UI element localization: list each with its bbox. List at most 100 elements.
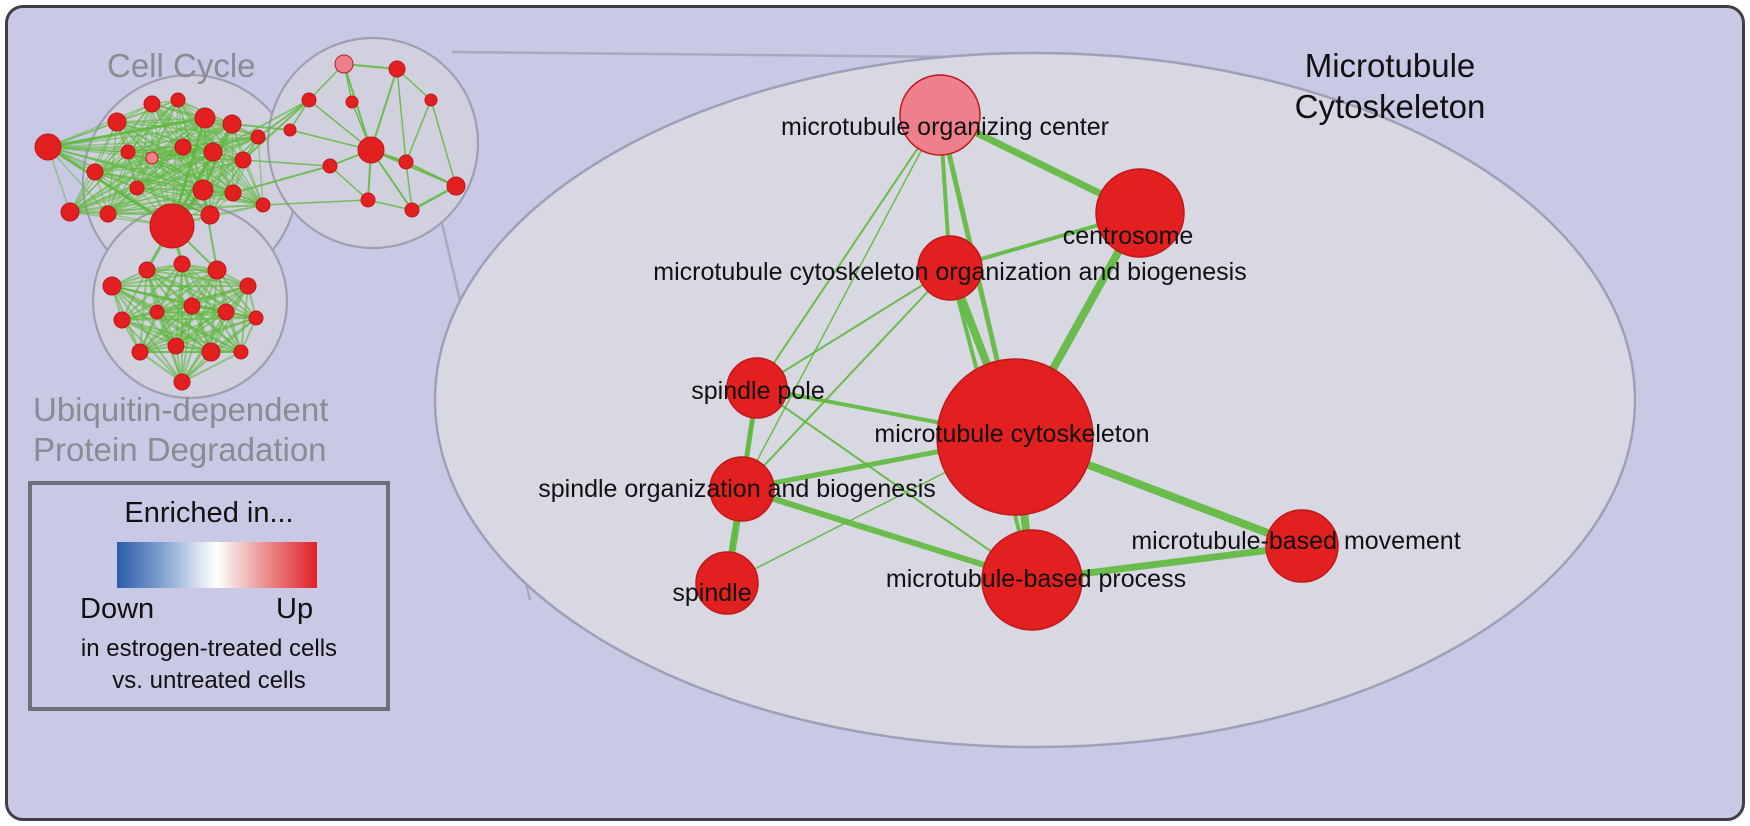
zoom-cluster-title-line1: Microtubule <box>1304 47 1476 84</box>
ubiquitin-cluster-label-line1: Ubiquitin-dependent <box>33 391 329 428</box>
overview-edge <box>181 263 257 319</box>
legend-title: Enriched in... <box>124 497 294 529</box>
zoom-edge-mtoc-spole <box>756 114 941 389</box>
overview-node <box>283 123 297 137</box>
overview-edge-strong <box>47 116 206 149</box>
overview-edge <box>121 317 257 321</box>
overview-edge <box>181 351 242 383</box>
overview-edge <box>209 159 244 216</box>
overview-edge <box>127 151 211 216</box>
overview-edge <box>289 129 372 151</box>
overview-node <box>120 144 136 160</box>
legend-caption-line2: vs. untreated cells <box>112 667 306 694</box>
overview-edge <box>156 311 257 319</box>
overview-edge <box>121 311 227 321</box>
overview-edge <box>139 351 183 383</box>
zoom-node-mco <box>917 235 983 301</box>
zoom-node-label-sorg: spindle organization and biogenesis <box>538 475 936 503</box>
zoom-edge-spole-mbp <box>756 387 1033 581</box>
overview-node <box>194 107 216 129</box>
overview-edge <box>343 63 372 151</box>
ubiquitin-cluster-label-line2: Protein Degradation <box>33 431 327 468</box>
ubiquitin-cluster-label: Ubiquitin-dependent Protein Degradation <box>33 390 328 470</box>
overview-node <box>424 93 438 107</box>
overview-edge <box>121 319 242 353</box>
overview-edge <box>139 311 227 353</box>
cluster-link-edge <box>242 99 310 161</box>
overview-edge <box>69 151 129 213</box>
overview-edge <box>121 269 218 321</box>
overview-node <box>102 276 122 296</box>
overview-node <box>170 92 186 108</box>
overview-edge <box>175 311 227 347</box>
overview-edge <box>182 146 264 206</box>
overview-node <box>388 60 406 78</box>
zoom-node-mbp <box>981 529 1083 631</box>
overview-edge <box>47 103 153 148</box>
overview-node <box>183 297 201 315</box>
overview-edge <box>69 187 138 213</box>
overview-node <box>239 277 257 295</box>
zoom-node-spole <box>726 357 788 419</box>
overview-node <box>360 192 376 208</box>
overview-node <box>34 133 62 161</box>
zoom-node-mbm <box>1265 509 1339 583</box>
overview-node <box>234 151 252 169</box>
overview-node <box>334 54 354 74</box>
overview-edge <box>139 269 148 353</box>
overview-node <box>201 342 221 362</box>
zoom-node-label-mco: microtubule cytoskeleton organization an… <box>653 258 1246 286</box>
overview-edge <box>156 285 249 313</box>
overview-node <box>129 180 145 196</box>
overview-node <box>217 303 235 321</box>
overview-edge <box>94 117 206 173</box>
overview-edge <box>121 269 148 321</box>
overview-node <box>233 344 249 360</box>
overview-node <box>173 373 191 391</box>
overview-node <box>60 202 80 222</box>
overview-edge <box>107 151 214 215</box>
overview-edge-strong <box>47 145 173 228</box>
overview-edge <box>121 263 183 321</box>
overview-edge <box>94 99 179 173</box>
overview-node <box>224 184 242 202</box>
overview-edge <box>136 151 214 189</box>
cluster-link-edge <box>232 165 331 194</box>
overview-edge <box>156 269 218 313</box>
overview-node <box>207 260 227 280</box>
overview-edge <box>69 146 184 213</box>
overview-edge <box>370 149 457 187</box>
overview-edge <box>136 136 259 189</box>
overview-edge <box>257 136 264 206</box>
zoom-edge-mco-spole <box>756 267 951 389</box>
overview-node <box>131 343 149 361</box>
overview-edge <box>136 117 206 189</box>
legend-down-label: Down <box>80 593 155 625</box>
overview-edge <box>107 151 129 215</box>
overview-edge <box>156 311 242 353</box>
overview-node <box>86 163 104 181</box>
overview-node <box>138 261 156 279</box>
overview-node <box>143 95 161 113</box>
overview-edge <box>329 165 369 201</box>
overview-node <box>345 95 359 109</box>
overview-node <box>145 151 159 165</box>
legend-caption-line1: in estrogen-treated cells <box>80 635 338 662</box>
overview-edge <box>151 157 211 216</box>
overview-edge <box>127 117 206 153</box>
cluster-link-edge <box>231 123 291 131</box>
overview-node <box>255 197 271 213</box>
overview-edge <box>231 123 234 194</box>
legend-up-label: Up <box>276 593 314 625</box>
cluster-link-edge <box>257 99 310 138</box>
overview-node <box>149 304 165 320</box>
overview-node <box>222 114 242 134</box>
zoom-node-label-mtoc: microtubule organizing center <box>781 113 1109 141</box>
zoom-node-mtoc <box>899 74 981 156</box>
overview-node <box>250 129 266 145</box>
overview-edge <box>191 285 249 307</box>
cluster-link-edge <box>242 159 331 167</box>
overview-edge <box>181 305 193 383</box>
overview-node <box>192 179 214 201</box>
